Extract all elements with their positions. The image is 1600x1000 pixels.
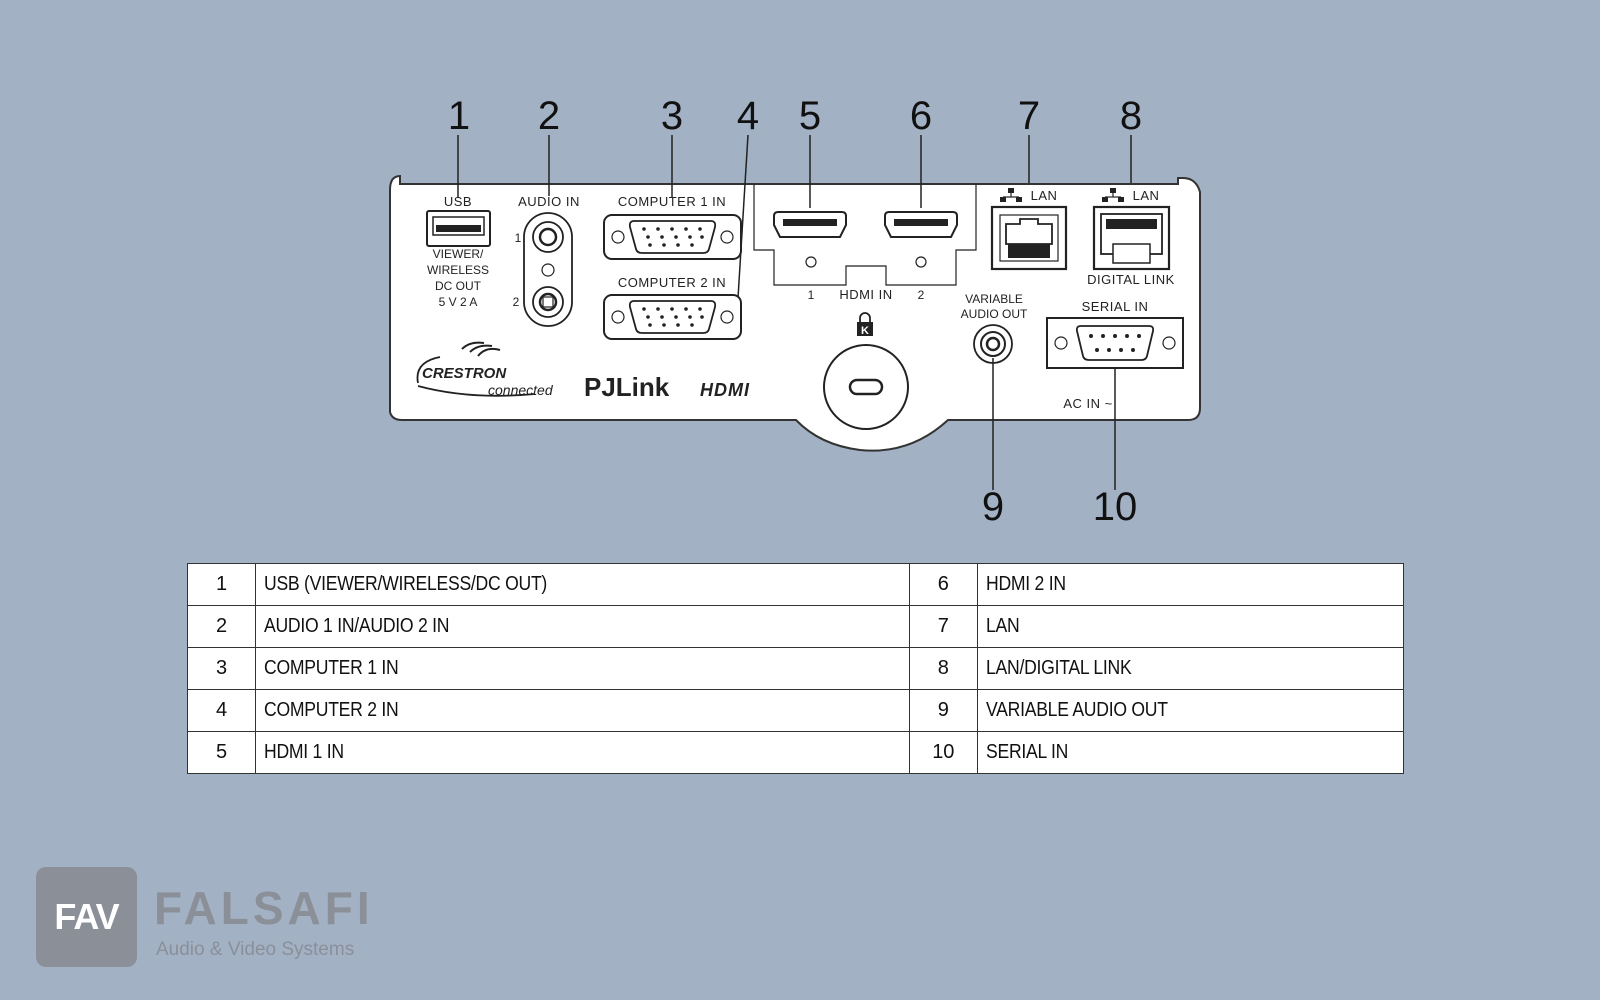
callout-6: 6 [910, 94, 932, 138]
legend-number: 8 [908, 647, 978, 690]
legend-name: AUDIO 1 IN/AUDIO 2 IN [255, 605, 910, 648]
legend-number: 6 [908, 563, 978, 606]
computer1-label: COMPUTER 1 IN [618, 194, 726, 209]
table-row: 1 USB (VIEWER/WIRELESS/DC OUT) 6 HDMI 2 … [187, 563, 1405, 606]
callout-1: 1 [448, 94, 470, 138]
computer1-vga-port-icon [603, 214, 742, 260]
network-icon-2 [1102, 188, 1124, 202]
hdmi-in-label: HDMI IN [839, 287, 892, 302]
callout-8: 8 [1120, 94, 1142, 138]
computer2-label: COMPUTER 2 IN [618, 275, 726, 290]
brand-tagline: Audio & Video Systems [156, 939, 355, 960]
table-row: 2 AUDIO 1 IN/AUDIO 2 IN 7 LAN [187, 605, 1405, 648]
legend-number: 10 [908, 731, 978, 774]
serial-in-label: SERIAL IN [1082, 299, 1149, 314]
legend-name: LAN/DIGITAL LINK [976, 647, 1405, 690]
variable-audio-label-2: AUDIO OUT [961, 307, 1028, 321]
legend-number: 2 [187, 605, 256, 648]
usb-port-icon [426, 210, 491, 247]
legend-name: LAN [976, 605, 1405, 648]
pjlink-logo: PJLink [584, 372, 670, 402]
computer2-vga-port-icon [603, 294, 742, 340]
table-row: 4 COMPUTER 2 IN 9 VARIABLE AUDIO OUT [187, 689, 1405, 732]
hdmi-1-label: 1 [808, 288, 815, 302]
legend-number: 3 [187, 647, 256, 690]
hdmi1-port-icon [773, 211, 847, 268]
kensington-letter: K [861, 325, 869, 337]
callout-9: 9 [982, 485, 1004, 529]
callout-10: 10 [1093, 485, 1138, 529]
hdmi-bracket [753, 184, 977, 286]
legend-name: COMPUTER 1 IN [255, 647, 910, 690]
usb-sub-line-3: DC OUT [435, 279, 482, 293]
callout-7: 7 [1018, 94, 1040, 138]
connector-legend-table: 1 USB (VIEWER/WIRELESS/DC OUT) 6 HDMI 2 … [187, 563, 1405, 774]
fav-logo-icon: FAV [36, 867, 137, 967]
lan-digital-label: LAN [1133, 188, 1160, 203]
svg-text:CRESTRON: CRESTRON [422, 365, 507, 382]
variable-audio-out-jack-icon [973, 324, 1013, 364]
serial-in-port-icon [1046, 317, 1184, 369]
hdmi-logo: HDMI [700, 380, 750, 400]
legend-number: 7 [908, 605, 978, 648]
usb-label: USB [444, 194, 472, 209]
audio-in-2-label: 2 [513, 295, 520, 309]
kensington-lock-icon [857, 312, 873, 336]
legend-number: 1 [187, 563, 256, 606]
lan-port-icon [990, 205, 1068, 271]
kensington-slot-icon [823, 344, 909, 430]
legend-number: 4 [187, 689, 256, 732]
ac-in-label: AC IN ~ [1063, 396, 1112, 411]
legend-name: HDMI 2 IN [976, 563, 1405, 606]
legend-name: VARIABLE AUDIO OUT [976, 689, 1405, 732]
variable-audio-label-1: VARIABLE [965, 292, 1023, 306]
audio-in-1-label: 1 [515, 231, 522, 245]
lan-label: LAN [1031, 188, 1058, 203]
table-row: 3 COMPUTER 1 IN 8 LAN/DIGITAL LINK [187, 647, 1405, 690]
legend-name: COMPUTER 2 IN [255, 689, 910, 732]
hdmi-2-label: 2 [918, 288, 925, 302]
digital-link-label: DIGITAL LINK [1087, 272, 1175, 287]
callout-3: 3 [661, 94, 683, 138]
legend-name: HDMI 1 IN [255, 731, 910, 774]
lan-digital-link-port-icon [1092, 205, 1171, 271]
network-icon [1000, 188, 1022, 202]
legend-number: 5 [187, 731, 256, 774]
table-row: 5 HDMI 1 IN 10 SERIAL IN [187, 731, 1405, 774]
brand-name: FALSAFI [154, 882, 374, 934]
callout-4: 4 [737, 94, 759, 138]
legend-name: USB (VIEWER/WIRELESS/DC OUT) [255, 563, 910, 606]
connector-panel-diagram: 1 2 3 4 5 6 7 8 9 10 USB VIEWER/ WIRELES… [389, 94, 1201, 529]
svg-text:connected: connected [488, 382, 554, 398]
usb-sub-line-2: WIRELESS [427, 263, 489, 277]
usb-sub-line-4: 5 V 2 A [439, 295, 478, 309]
hdmi2-port-icon [884, 211, 958, 268]
legend-number: 9 [908, 689, 978, 732]
usb-sub-line-1: VIEWER/ [433, 247, 484, 261]
audio-in-label: AUDIO IN [518, 194, 580, 209]
callout-2: 2 [538, 94, 560, 138]
audio-in-jacks-icon [523, 212, 573, 327]
legend-name: SERIAL IN [976, 731, 1405, 774]
crestron-logo: CRESTRON connected [416, 341, 554, 398]
callout-5: 5 [799, 94, 821, 138]
